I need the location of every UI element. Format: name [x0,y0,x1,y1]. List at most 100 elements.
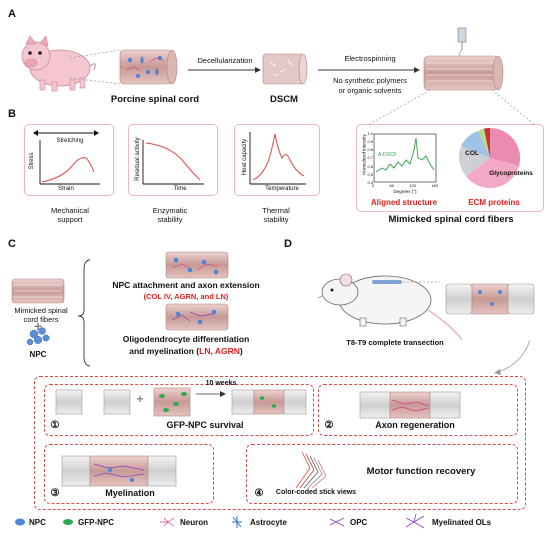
result2-text-pre: and myelination ( [129,346,200,356]
xrd-y-tick: 0.4 [367,179,373,185]
dscm-block [262,53,308,85]
neuron-icon [160,517,175,527]
survival-graphics [55,387,307,417]
xrd-y-tick: 0.7 [367,155,373,161]
ecm-proteins-label: ECM proteins [468,198,520,207]
legend-myelinated-ols: Myelinated OLs [432,518,492,527]
enzymatic-caption-1: Enzymatic [152,206,188,215]
thermal-box [234,124,320,196]
panel-letter-c: C [8,238,16,250]
result2-title-2: and myelination (LN, AGRN) [96,346,276,356]
result1-detail: (COL IV, AGRN, and LN) [143,292,229,301]
decellularization-label: Decellularization [197,56,253,65]
pig-illustration [21,35,96,92]
legend-opc: OPC [350,518,368,527]
xrd-x-tick: 120 [409,183,416,188]
number-2: ② [324,420,334,431]
enzymatic-box [128,124,218,196]
panel-letter-d: D [284,238,292,250]
outcomes-box [34,376,526,510]
xrd-x-tick: 180 [431,183,438,188]
xrd-y-tick: 0.6 [367,163,373,169]
result1-cylinder [165,251,229,279]
weeks-label: 10 weeks [205,380,237,387]
porcine-spinal-cord [119,49,178,85]
result2-text-red: LN, AGRN [199,346,240,356]
result2-cylinder [165,303,229,331]
panel-c-fibers [11,278,65,304]
electrospinning-note-2: or organic solvents [338,86,402,95]
survival-box [44,384,314,436]
electrospinning-label: Electrospinning [344,54,396,63]
strain-axis-label: Strain [58,186,74,192]
aligned-structure-label: Aligned structure [370,198,438,207]
opc-icon [329,517,345,527]
dscm-label: DSCM [270,94,298,105]
stick-views-label: Color-coded stick views [275,489,357,496]
survival-label: GFP-NPC survival [166,420,244,430]
pie-col-label: COL [465,150,479,157]
gfp-npc-icon [63,519,73,525]
residual-activity-axis-label: Residual activity [135,137,141,181]
xrd-chart [373,133,437,183]
thermal-plot [249,132,306,185]
transection-implant [445,283,535,315]
panel-letter-b: B [8,108,16,120]
fiber-scaffold [423,55,504,91]
legend-gfp-npc: GFP-NPC [78,518,114,527]
mimicked-fibers-label: Mimicked spinal cord fibers [388,214,514,225]
myelination-graphics [61,455,177,487]
mechanical-caption-2: support [57,215,83,224]
porcine-spinal-cord-label: Porcine spinal cord [110,94,200,105]
result2-text-post: ) [239,346,243,356]
xrd-x-ticks: 0 60 120 180 [372,183,438,189]
npc-label: NPC [29,350,47,359]
xrd-y-tick: 0.8 [367,147,373,153]
xrd-x-tick: 60 [389,183,394,188]
myelination-label: Myelination [105,488,155,498]
thermal-caption-1: Thermal [262,206,290,215]
number-3: ③ [50,488,60,499]
xrd-x-axis-label: Degrees (°) [393,189,417,194]
mechanical-caption-1: Mechanical [51,206,89,215]
stress-axis-label: Stress [29,152,35,170]
xrd-y-ticks: 0.4 0.5 0.6 0.7 0.8 0.9 1.0 [362,131,373,185]
temperature-axis-label: Temperature [265,186,299,192]
xrd-y-tick: 0.9 [367,139,373,145]
time-axis-label: Time [173,186,187,192]
heat-capacity-axis-label: Heat capacity [242,138,248,176]
result1-title: NPC attachment and axon extension [112,280,260,290]
axon-regeneration-graphics [359,391,461,419]
xrd-y-tick: 0.5 [367,171,373,177]
axon-box [318,384,518,436]
fibers-label-1: Mimicked spinal [14,306,68,315]
panel-letter-a: A [8,8,16,20]
legend-npc: NPC [29,518,46,527]
electrospinning-note-1: No synthetic polymers [333,76,407,85]
xrd-y-tick: 1.0 [367,131,373,136]
pie-glycoproteins-label: Glycoproteins [489,170,533,177]
transection-label: T8-T9 complete transection [346,338,444,347]
xrd-x-tick: 0 [372,183,375,188]
myelination-box [44,444,214,504]
xrd-series-label: A-DSCF [378,152,397,158]
legend-astrocyte: Astrocyte [250,518,287,527]
stick-views-graphics [295,451,327,489]
astrocyte-icon [232,516,242,528]
npc-icon [15,518,25,526]
motor-label: Motor function recovery [366,466,476,477]
axon-label: Axon regeneration [375,420,455,430]
fibers-label-2: cord fibers [23,315,59,324]
rat-illustration [317,273,463,341]
legend-neuron: Neuron [180,518,208,527]
npc-cluster [26,327,50,346]
result2-title-1: Oligodendrocyte differentiation [122,334,250,344]
plus-sign: + [33,318,43,334]
mechanical-plot [33,130,100,185]
fiber-properties-box [356,124,544,212]
mechanical-box [24,124,114,196]
enzymatic-caption-2: stability [157,215,183,224]
stretching-label: Stretching [56,138,84,144]
motor-box [246,444,518,504]
